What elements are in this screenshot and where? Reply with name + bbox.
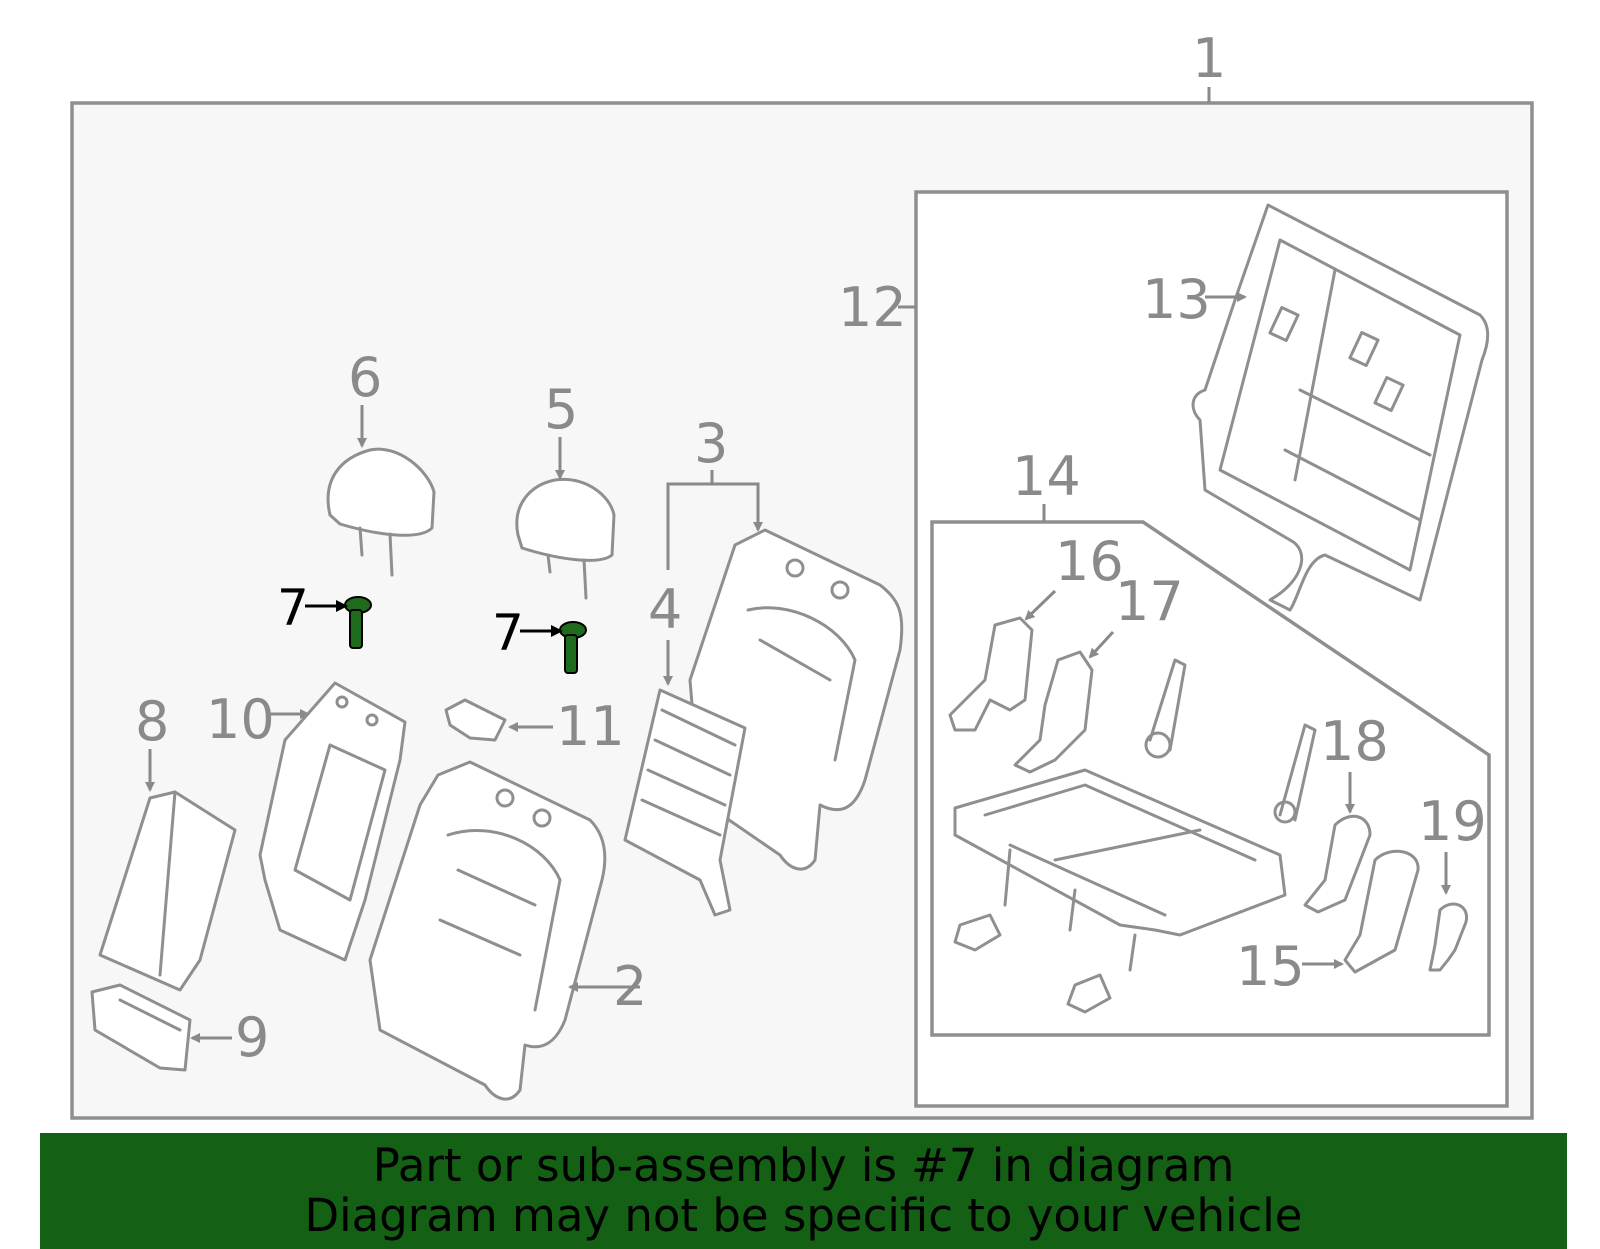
cover-15 (1343, 849, 1420, 974)
callout-11: 11 (556, 695, 625, 758)
knob-19 (1428, 902, 1469, 972)
armrest-frame-10 (258, 681, 407, 962)
callout-9: 9 (235, 1006, 269, 1069)
callout-7-right: 7 (492, 604, 524, 662)
clip-11 (444, 698, 507, 742)
banner-line-2: Diagram may not be specific to your vehi… (304, 1189, 1303, 1242)
subassembly-frame-14 (930, 520, 1491, 1037)
bracket-16 (948, 616, 1034, 732)
bolt-7-right (559, 621, 587, 674)
callout-1: 1 (1192, 27, 1226, 90)
cup-holder-9 (90, 983, 192, 1072)
callout-6: 6 (348, 346, 382, 409)
callout-8: 8 (135, 690, 169, 753)
cover-18 (1303, 814, 1372, 914)
bolt-7-left (344, 596, 372, 649)
callout-15: 15 (1236, 935, 1305, 998)
callout-18: 18 (1320, 710, 1389, 773)
callout-19: 19 (1418, 790, 1487, 853)
seat-back-cover-2 (368, 760, 607, 1101)
info-banner: Part or sub-assembly is #7 in diagram Di… (40, 1133, 1567, 1249)
callout-14: 14 (1012, 445, 1081, 508)
callout-4: 4 (648, 578, 682, 641)
seat-back-frame-13 (1191, 203, 1490, 612)
callout-16: 16 (1055, 530, 1124, 593)
seat-back-pad-4 (623, 688, 747, 917)
callout-2: 2 (613, 955, 647, 1018)
banner-line-1: Part or sub-assembly is #7 in diagram (372, 1139, 1235, 1192)
callout-7-left: 7 (277, 579, 309, 637)
callout-10: 10 (206, 688, 275, 751)
callout-13: 13 (1142, 268, 1211, 331)
armrest-8 (98, 790, 237, 992)
callout-17: 17 (1115, 570, 1184, 633)
bracket-17 (1013, 650, 1094, 774)
headrest-5 (515, 477, 616, 600)
callout-3: 3 (694, 412, 728, 475)
headrest-6 (326, 447, 436, 577)
seat-cushion-frame-14 (953, 658, 1317, 1014)
callout-12: 12 (838, 276, 907, 339)
callout-5: 5 (544, 378, 578, 441)
seat-back-cover-3 (688, 528, 904, 871)
